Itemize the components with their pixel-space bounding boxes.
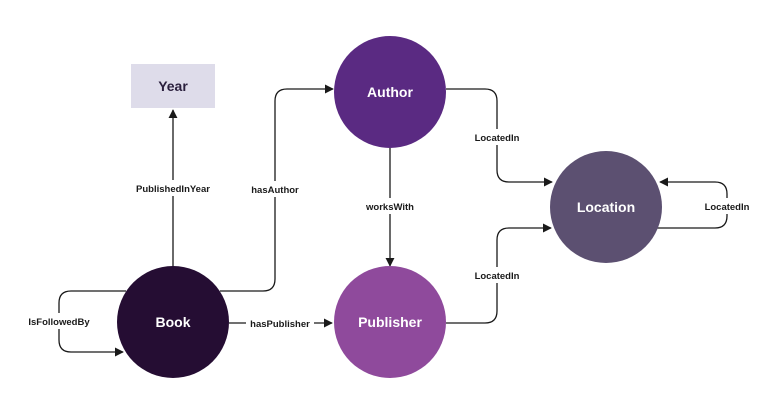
edge-label-location-located-in: LocatedIn [705, 202, 750, 213]
node-publisher-label: Publisher [358, 314, 422, 330]
edge-label-has-publisher: hasPublisher [250, 319, 310, 330]
edge-label-author-located-in: LocatedIn [475, 133, 520, 144]
node-publisher [334, 266, 446, 378]
node-location-label: Location [577, 199, 635, 215]
edge-label-publisher-located-in: LocatedIn [475, 271, 520, 282]
node-year [131, 64, 215, 108]
edge-label-published-in-year: PublishedInYear [136, 184, 210, 195]
node-book-label: Book [156, 314, 191, 330]
edge-label-has-author: hasAuthor [251, 185, 299, 196]
node-author-label: Author [367, 84, 413, 100]
node-author [334, 36, 446, 148]
node-location [550, 151, 662, 263]
edge-label-is-followed-by: IsFollowedBy [28, 317, 90, 328]
node-year-label: Year [158, 78, 188, 94]
edge-label-works-with: worksWith [365, 202, 414, 213]
node-book [117, 266, 229, 378]
